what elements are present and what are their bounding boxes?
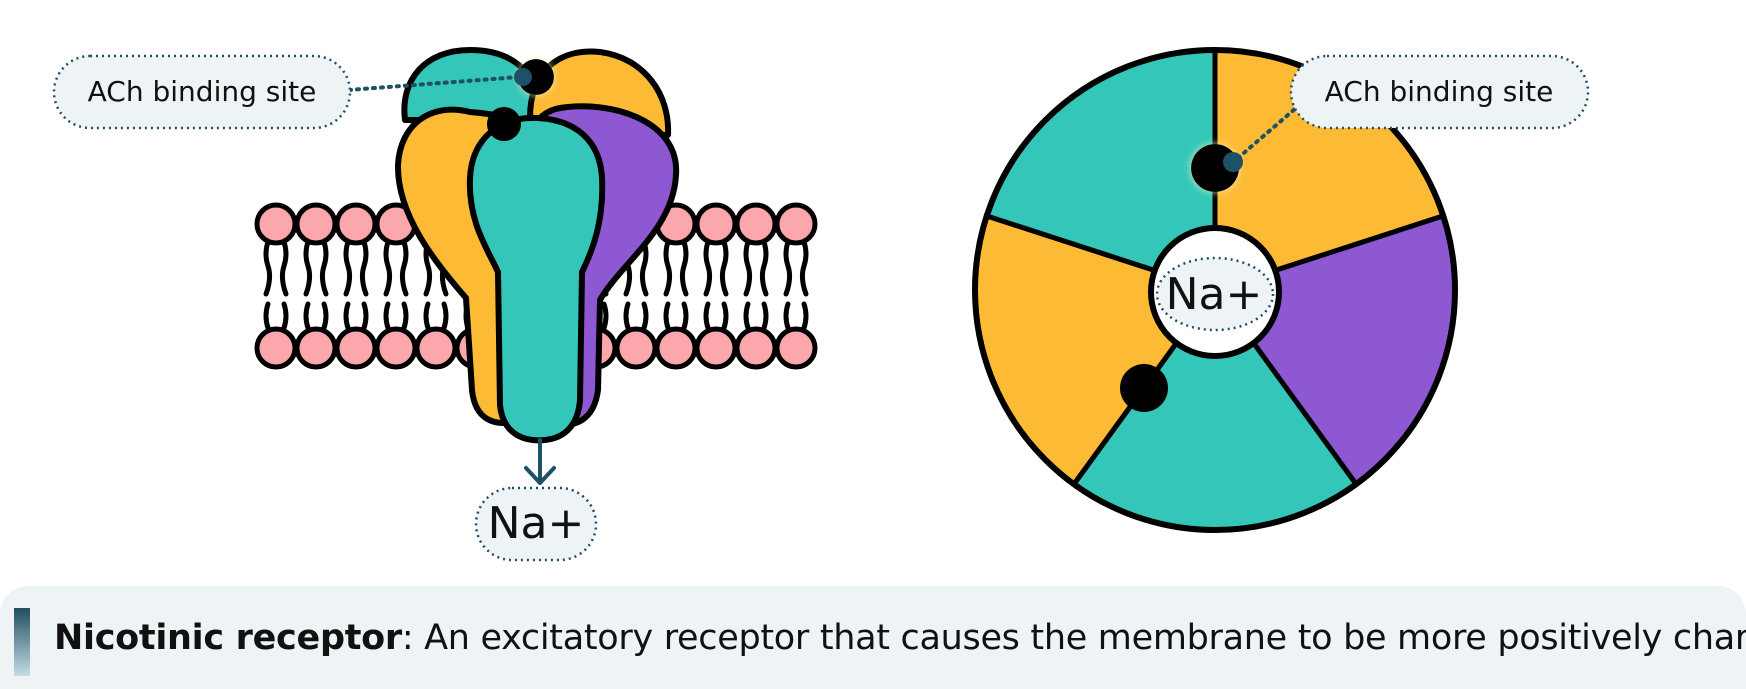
top-view [972,47,1458,533]
caption-accent-bar [14,608,30,676]
binding-site-leader [1236,106,1298,160]
lipid-molecule [374,202,418,370]
binding-site-label-box [1289,54,1590,130]
receptor-side [394,47,680,444]
caption-definition: : An excitatory receptor that causes the… [401,618,1746,658]
binding-site-dot [487,107,521,141]
ion-label: Na+ [488,498,585,549]
binding-site-dot [1120,364,1168,412]
ion-flow-arrow [524,438,556,485]
subunit-teal-front [466,114,606,444]
lipid-molecule [774,202,818,370]
lipid-molecule [294,202,338,370]
caption-bar: Nicotinic receptor: An excitatory recept… [0,586,1746,689]
lipid-molecule [254,202,298,370]
pore-ion-label: Na+ [1166,269,1263,320]
lipid-molecule [734,202,778,370]
binding-site-label: ACh binding site [1325,75,1554,108]
binding-site-dot [518,59,554,95]
binding-site-leader [347,75,521,92]
caption-text: Nicotinic receptor: An excitatory recept… [54,616,1746,660]
lipid-molecule [694,202,738,370]
binding-site-label: ACh binding site [88,75,317,108]
receptor-diagram: ACh binding site Na+ Na+ ACh binding sit… [52,47,1590,562]
lipid-molecule [654,202,698,370]
side-view: ACh binding site Na+ [52,47,818,562]
pentamer-outline [972,47,1458,533]
ion-label-box-top [1155,256,1275,332]
binding-site-marker [514,68,532,86]
binding-site-label-box [52,54,352,130]
caption-term: Nicotinic receptor [54,618,402,658]
ion-label-box [474,486,598,562]
lipid-molecule [334,202,378,370]
